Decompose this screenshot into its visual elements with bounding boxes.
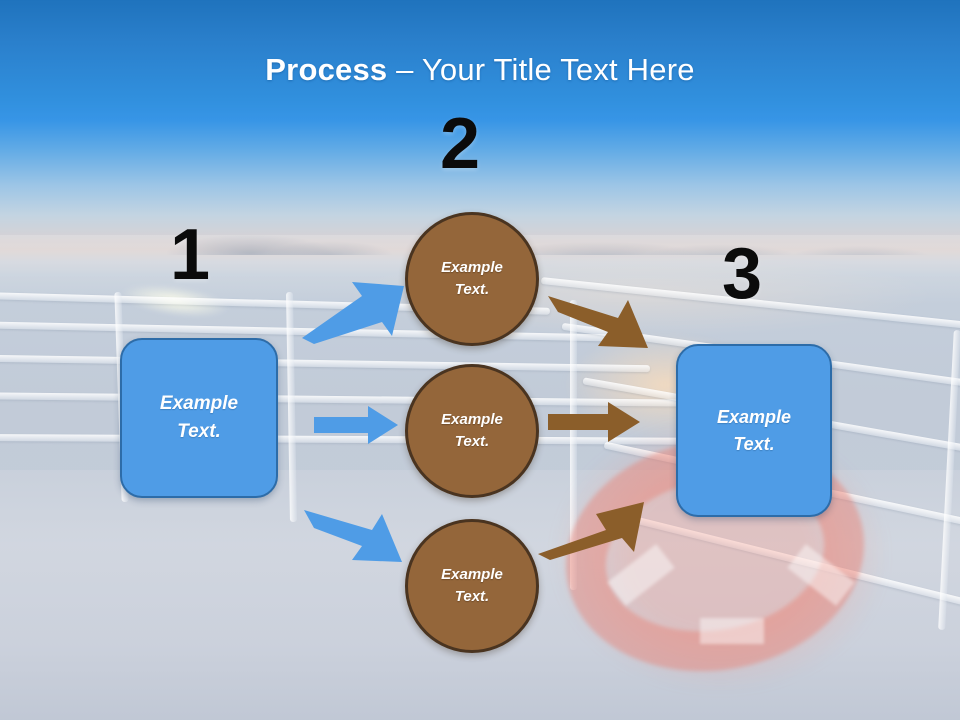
arrow-blue-right-icon (314, 406, 398, 446)
arrow-brown-right-icon (548, 402, 640, 444)
label-line-1: Example (441, 258, 503, 276)
arrow-blue-up-right-icon (300, 282, 406, 344)
step-number-2: 2 (440, 104, 481, 184)
label-line-2: Text. (733, 433, 775, 454)
label-line-2: Text. (454, 433, 490, 450)
process-box-right[interactable]: Example Text. (676, 344, 832, 517)
railing-post (570, 300, 577, 590)
label-line-1: Example (159, 393, 239, 415)
process-circle-middle[interactable]: Example Text. (405, 364, 539, 498)
process-circle-middle-label: Example Text. (441, 409, 503, 454)
title-bold-part: Process (265, 52, 388, 87)
process-circle-top[interactable]: Example Text. (405, 212, 539, 346)
label-line-2: Text. (454, 588, 490, 605)
process-circle-bottom[interactable]: Example Text. (405, 519, 539, 653)
label-line-1: Example (441, 410, 503, 428)
title-regular-part: Your Title Text Here (421, 52, 695, 87)
process-circle-top-label: Example Text. (441, 257, 503, 302)
label-line-1: Example (441, 565, 503, 583)
process-box-right-label: Example Text. (717, 404, 791, 456)
step-number-1: 1 (170, 215, 211, 295)
process-box-left[interactable]: Example Text. (120, 338, 278, 498)
arrow-blue-down-right-icon (302, 504, 408, 566)
process-circle-bottom-label: Example Text. (441, 564, 503, 609)
title-separator: – (387, 52, 422, 87)
arrow-brown-down-right-icon (546, 288, 656, 350)
arrow-brown-up-right-icon (536, 498, 646, 560)
life-preserver-band (700, 618, 764, 644)
label-line-2: Text. (454, 281, 490, 298)
label-line-2: Text. (177, 421, 221, 442)
step-number-3: 3 (722, 234, 763, 314)
label-line-1: Example (716, 407, 792, 428)
page-title: Process – Your Title Text Here (0, 52, 960, 88)
process-box-left-label: Example Text. (160, 390, 238, 445)
